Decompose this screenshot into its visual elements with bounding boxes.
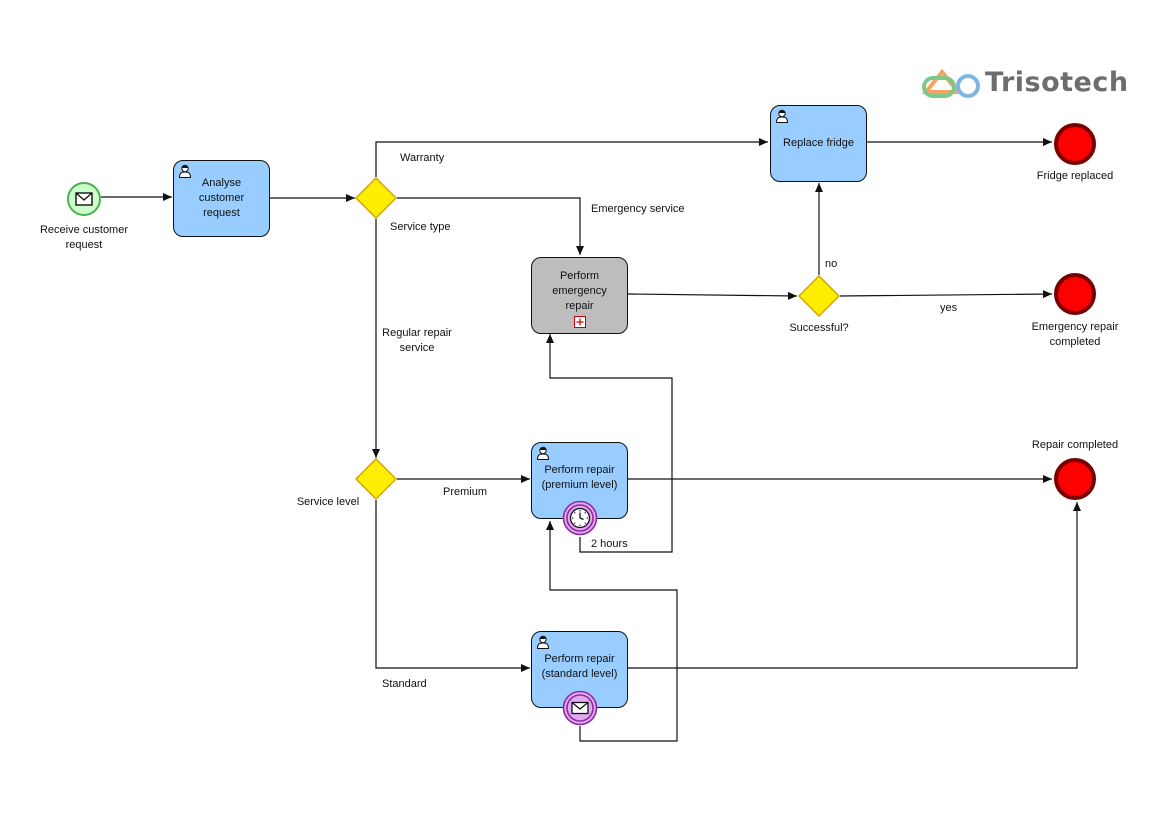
flow-message-loop[interactable] (546, 521, 678, 742)
trisotech-logo-icon (921, 68, 980, 98)
task-label: Analyse customer request (198, 177, 245, 219)
user-icon (536, 446, 550, 460)
exclusive-gateway-service-type[interactable] (355, 177, 397, 219)
exclusive-gateway-successful[interactable] (798, 275, 840, 317)
flow-timer-escalation[interactable] (546, 334, 673, 553)
end-event-label-fridge-replaced: Fridge replaced (1036, 170, 1114, 182)
timer-event-label: 2 hours (591, 538, 628, 550)
logo-text: Trisotech (985, 67, 1129, 98)
flow-label-emergency-service: Emergency service (591, 203, 685, 215)
user-icon (775, 109, 789, 123)
envelope-icon (571, 701, 589, 715)
flow-emergency-to-successful[interactable] (627, 291, 798, 300)
flow-yes[interactable] (839, 290, 1053, 299)
end-event-label-emergency-repair-completed: Emergency repair completed (1031, 321, 1119, 348)
task-perform-repair-premium[interactable]: Perform repair (premium level) (531, 442, 628, 519)
flow-standard[interactable] (375, 500, 530, 672)
task-replace-fridge[interactable]: Replace fridge (770, 105, 867, 182)
flow-label-regular-repair: Regular repair service (382, 327, 452, 354)
start-event-label: Receive customer request (39, 224, 129, 251)
user-icon (536, 635, 550, 649)
task-analyse-customer-request[interactable]: Analyse customer request (173, 160, 270, 237)
gateway-label-service-level: Service level (296, 496, 360, 508)
clock-icon (569, 507, 591, 529)
task-label: Perform repair (standard level) (541, 652, 618, 680)
timer-boundary-event[interactable] (562, 500, 598, 536)
task-label: Perform emergency repair (552, 270, 607, 312)
flow-label-premium: Premium (443, 486, 488, 498)
gateway-label-service-type: Service type (390, 221, 451, 233)
message-start-event[interactable] (66, 181, 102, 217)
end-event-emergency-repair-completed[interactable] (1053, 272, 1097, 316)
end-event-fridge-replaced[interactable] (1053, 122, 1097, 166)
flow-standard-to-end[interactable] (628, 502, 1081, 669)
envelope-icon (75, 192, 93, 206)
flow-label-no: no (825, 258, 838, 270)
subprocess-perform-emergency-repair[interactable]: Perform emergency repair (531, 257, 628, 334)
message-boundary-event[interactable] (562, 690, 598, 726)
flow-label-warranty: Warranty (400, 152, 445, 164)
flow-emergency-service[interactable] (397, 197, 584, 255)
task-label: Perform repair (premium level) (541, 463, 618, 491)
task-label: Replace fridge (783, 137, 854, 149)
user-icon (178, 164, 192, 178)
end-event-repair-completed[interactable] (1053, 457, 1097, 501)
subprocess-expand-icon[interactable] (573, 316, 586, 328)
flow-warranty[interactable] (375, 138, 768, 177)
end-event-label-repair-completed: Repair completed (1031, 439, 1119, 451)
gateway-label-successful: Successful? (789, 322, 849, 334)
exclusive-gateway-service-level[interactable] (355, 458, 397, 500)
flow-label-standard: Standard (382, 678, 427, 690)
flow-label-yes: yes (940, 302, 958, 314)
